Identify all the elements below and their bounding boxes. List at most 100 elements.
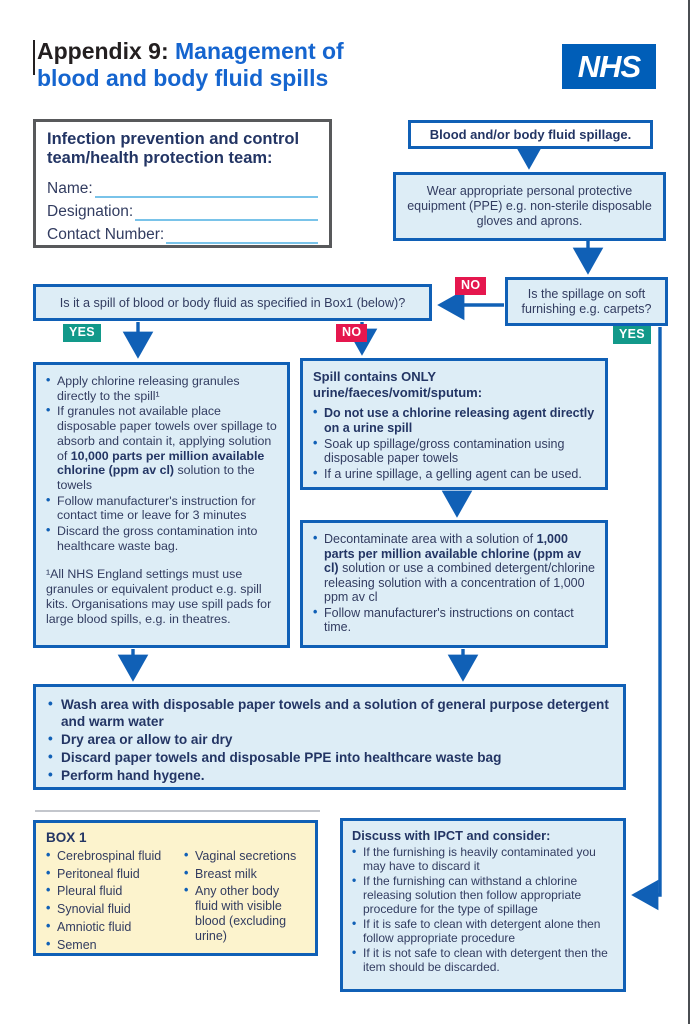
ipct-bullet-2: If the furnishing can withstand a chlori… [352,873,614,916]
text-cursor [33,40,35,75]
nhs-logo-text: NHS [577,48,641,84]
box1-item: Amniotic fluid [46,919,184,935]
nhs-logo: NHS [562,44,656,89]
granules-bullet-1-text: Apply chlorine releasing granules direct… [57,374,240,403]
name-field-row: Name: [47,175,318,198]
wash-bullet-2-text: Dry area or allow to air dry [61,732,233,747]
box1-item: Synovial fluid [46,901,184,917]
contact-heading-line2: team/health protection team: [47,149,273,167]
contact-details-box: Infection prevention and control team/he… [33,119,332,248]
box1-item: Vaginal secretions [184,848,305,864]
box1-item-text: Peritoneal fluid [57,866,140,881]
yes-badge-soft-furnishing: YES [613,326,651,344]
urine-bullet-list: Do not use a chlorine releasing agent di… [313,405,595,482]
wash-bullet-1-text: Wash area with disposable paper towels a… [61,697,609,729]
granules-bullet-2-post: solution to the towels [57,463,255,492]
ipct-bullet-4-text: If it is not safe to clean with detergen… [363,946,608,974]
contact-number-field-row: Contact Number: [47,221,318,244]
granules-bullet-2: If granules not available place disposab… [46,403,279,492]
urine-box-heading: Spill contains ONLY urine/faeces/vomit/s… [313,369,595,400]
ipct-bullet-1: If the furnishing is heavily contaminate… [352,844,614,873]
decontaminate-bullet-1: Decontaminate area with a solution of 1,… [313,531,596,605]
ipct-heading: Discuss with IPCT and consider: [352,828,551,843]
ipct-bullet-4: If it is not safe to clean with detergen… [352,945,614,974]
name-label: Name: [47,180,93,197]
wash-bullet-1: Wash area with disposable paper towels a… [48,695,611,730]
soft-furnishing-question-box: Is the spillage on soft furnishing e.g. … [505,277,668,326]
urine-bullet-1-text: Do not use a chlorine releasing agent di… [324,406,595,435]
title-appendix: Appendix 9: [37,38,176,64]
granules-bullet-4-text: Discard the gross contamination into hea… [57,524,258,553]
contact-box-heading: Infection prevention and control team/he… [47,130,318,168]
wash-bullet-3: Discard paper towels and disposable PPE … [48,748,611,766]
decontaminate-bullet-1-post: solution or use a combined detergent/chl… [324,561,596,604]
ipct-bullet-1-text: If the furnishing is heavily contaminate… [363,845,596,873]
decontaminate-bullet-2-text: Follow manufacturer's instructions on co… [324,605,574,635]
page-title-line2: blood and body fluid spills [37,65,329,91]
decontaminate-bullet-1-pre: Decontaminate area with a solution of [324,532,537,546]
box1-item-text: Vaginal secretions [195,848,297,863]
box1-column-2: Vaginal secretions Breast milk Any other… [184,848,305,956]
no-badge-spill-question: NO [336,324,368,342]
yes-badge-spill-question: YES [63,324,101,342]
ipct-bullet-3: If it is safe to clean with detergent al… [352,916,614,945]
wash-bullet-4-text: Perform hand hygene. [61,768,205,783]
wash-bullet-3-text: Discard paper towels and disposable PPE … [61,750,502,765]
box1-item-text: Amniotic fluid [57,919,132,934]
wash-bullet-2: Dry area or allow to air dry [48,730,611,748]
box1-fluids-box: BOX 1 Cerebrospinal fluid Peritoneal flu… [33,820,318,956]
spillage-start-box: Blood and/or body fluid spillage. [408,120,653,149]
name-input-line[interactable] [94,178,318,198]
wash-bullet-4: Perform hand hygene. [48,766,611,784]
ipct-bullet-list: If the furnishing is heavily contaminate… [352,844,614,974]
decontaminate-box: Decontaminate area with a solution of 1,… [300,520,608,648]
urine-bullet-2-text: Soak up spillage/gross contamination usi… [324,436,565,466]
spill-question-text: Is it a spill of blood or body fluid as … [59,295,406,310]
box1-columns: Cerebrospinal fluid Peritoneal fluid Ple… [46,848,305,956]
wash-bullet-list: Wash area with disposable paper towels a… [48,695,611,784]
no-badge-soft-furnishing: NO [455,277,487,295]
box1-item-text: Pleural fluid [57,884,123,899]
wash-area-box: Wash area with disposable paper towels a… [33,684,626,790]
urine-bullet-1: Do not use a chlorine releasing agent di… [313,405,595,436]
contact-heading-line1: Infection prevention and control [47,130,300,148]
page-edge-line [688,0,690,1024]
urine-bullet-3-text: If a urine spillage, a gelling agent can… [324,467,582,482]
granules-footnote: ¹All NHS England settings must use granu… [46,567,272,626]
granules-bullet-4: Discard the gross contamination into hea… [46,523,279,553]
box1-item: Pleural fluid [46,883,184,899]
urine-heading-line1: Spill contains ONLY [313,369,437,384]
designation-label: Designation: [47,203,134,220]
urine-spill-box: Spill contains ONLY urine/faeces/vomit/s… [300,358,608,490]
page-title-line1: Appendix 9: Management of [37,38,457,65]
urine-bullet-3: If a urine spillage, a gelling agent can… [313,466,595,482]
granules-action-box: Apply chlorine releasing granules direct… [33,362,290,648]
ipct-bullet-3-text: If it is safe to clean with detergent al… [363,917,601,945]
designation-input-line[interactable] [135,201,318,221]
decontaminate-bullet-2: Follow manufacturer's instructions on co… [313,605,595,635]
box1-item: Cerebrospinal fluid [46,848,184,864]
granules-bullet-3-text: Follow manufacturer's instruction for co… [57,493,256,523]
spillage-start-text: Blood and/or body fluid spillage. [429,127,632,142]
spill-question-box: Is it a spill of blood or body fluid as … [33,284,432,321]
page-title: Appendix 9: Management of blood and body… [37,38,457,92]
granules-bullet-list: Apply chlorine releasing granules direct… [46,373,279,553]
contact-number-label: Contact Number: [47,226,165,243]
ipct-discuss-box: Discuss with IPCT and consider: If the f… [340,818,626,992]
contact-number-input-line[interactable] [166,224,318,244]
granules-bullet-3: Follow manufacturer's instruction for co… [46,493,279,523]
decontaminate-bullet-1-bold: 1,000 parts per million available chlori… [324,532,582,575]
box1-item: Any other body fluid with visible blood … [184,883,305,943]
granules-bullet-1: Apply chlorine releasing granules direct… [46,373,279,403]
box1-heading: BOX 1 [46,830,87,845]
decontaminate-bullet-list: Decontaminate area with a solution of 1,… [313,531,596,635]
box1-item-text: Breast milk [195,866,257,881]
urine-bullet-2: Soak up spillage/gross contamination usi… [313,436,595,467]
box1-item-text: Synovial fluid [57,902,131,917]
box1-column-1: Cerebrospinal fluid Peritoneal fluid Ple… [46,848,184,956]
urine-heading-line2: urine/faeces/vomit/sputum: [313,384,483,400]
ppe-box: Wear appropriate personal protective equ… [393,172,666,241]
arrow-soft-yes-to-ipct [631,327,662,911]
ppe-text: Wear appropriate personal protective equ… [407,184,652,228]
title-management: Management of [175,38,344,64]
